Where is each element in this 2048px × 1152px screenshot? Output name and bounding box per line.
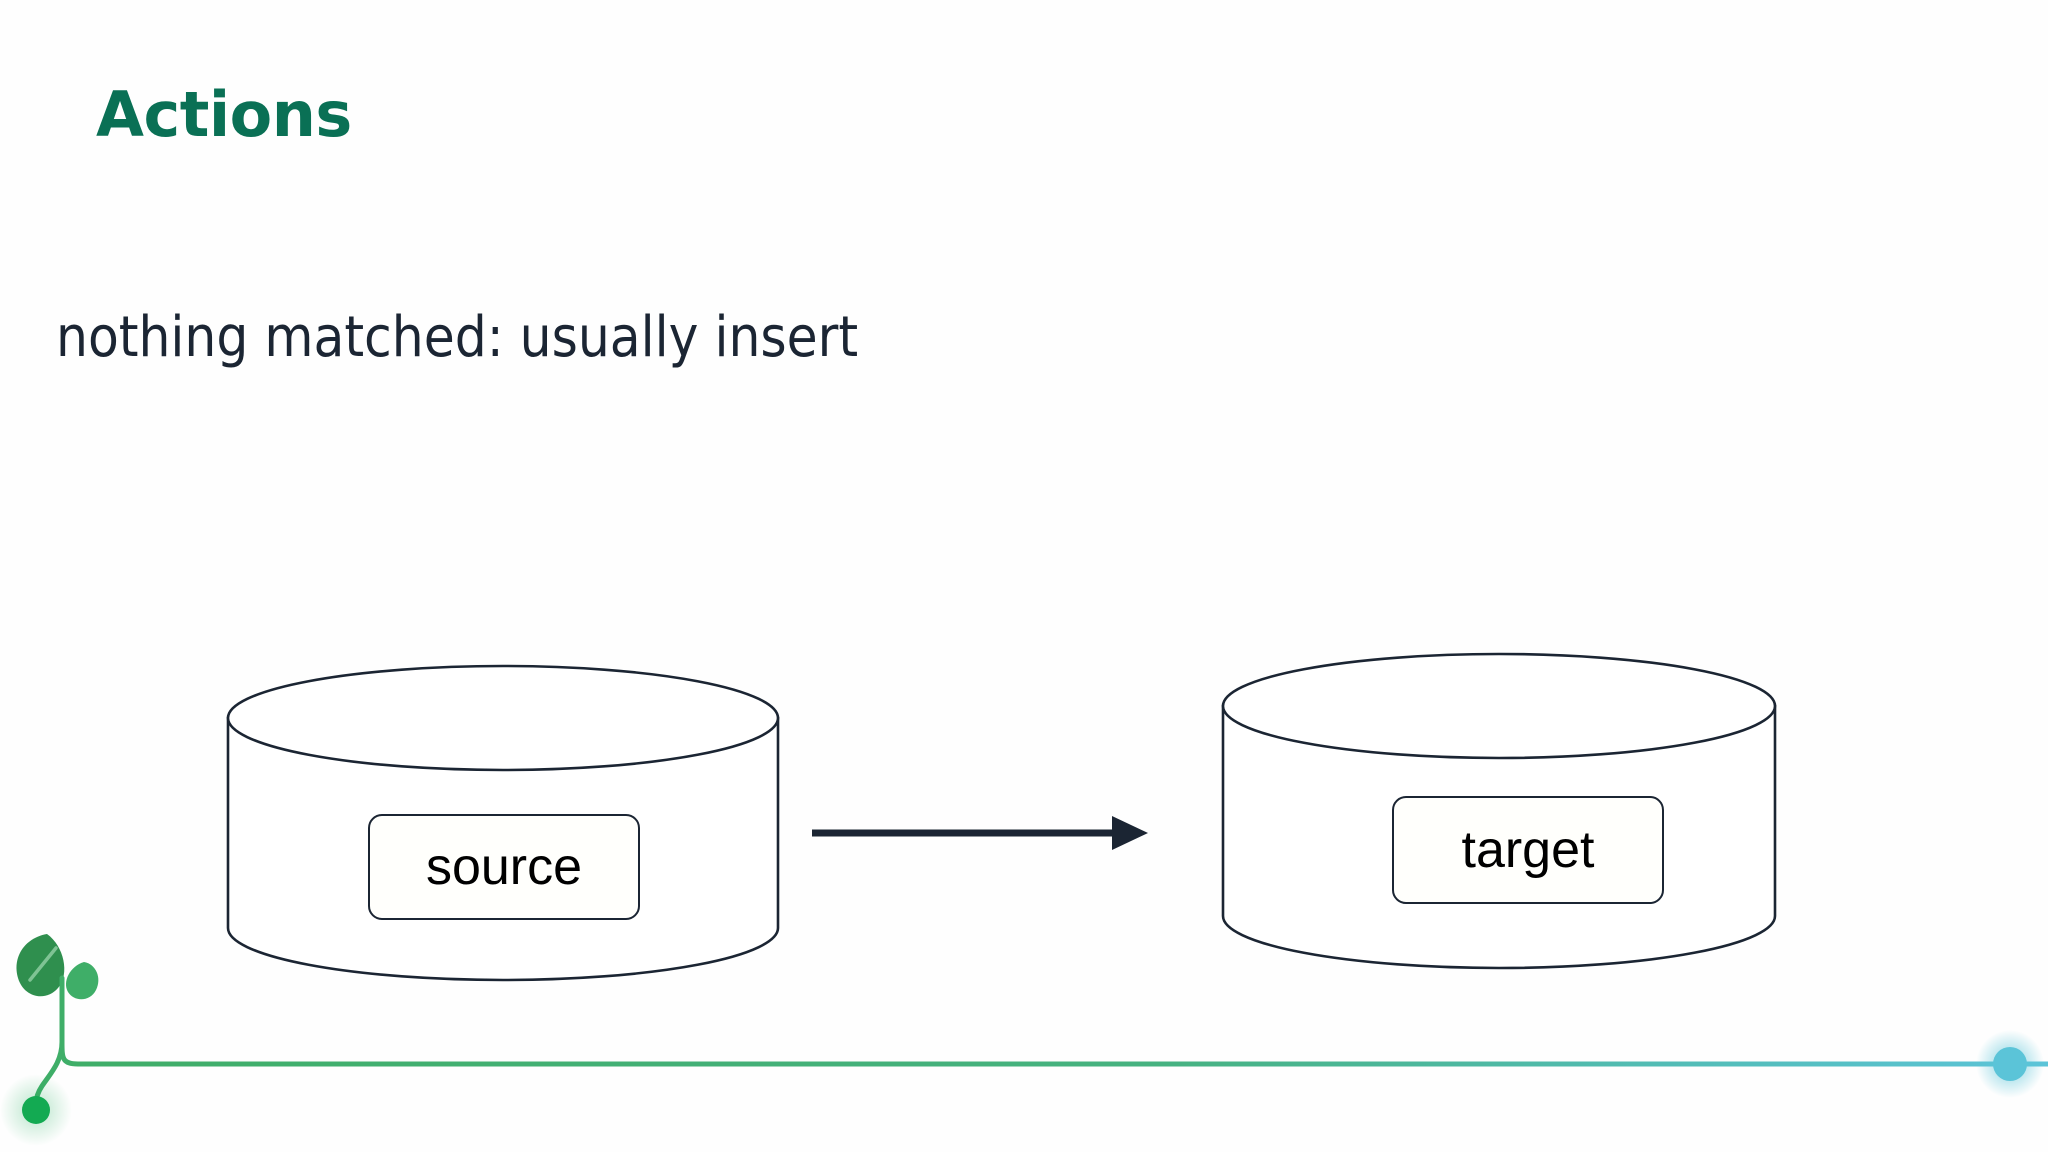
left-dot-core [22,1096,50,1124]
source-cylinder-top [226,664,780,772]
node-dot-icon-right [1976,1030,2044,1098]
target-cylinder-top [1221,652,1777,760]
footer-stem-line [59,975,2048,1067]
footer-graphic [0,934,2048,1146]
arrow-head [1112,816,1148,850]
page-title: Actions [96,78,352,151]
sprout-leaf-small [65,962,99,1000]
source-label-text: source [425,838,583,896]
target-label-text: target [1461,821,1595,879]
source-label-box: source [368,814,640,920]
footer-bar: #MDBLocal [0,922,2048,1152]
arrow-right-icon [812,816,1148,850]
node-dot-icon-left [0,1074,72,1146]
sprout-icon [16,934,2048,1107]
body-text: nothing matched: usually insert [56,305,859,370]
right-dot-core [1993,1047,2027,1081]
target-label-box: target [1392,796,1664,904]
sprout-leaf-vein [28,946,58,982]
